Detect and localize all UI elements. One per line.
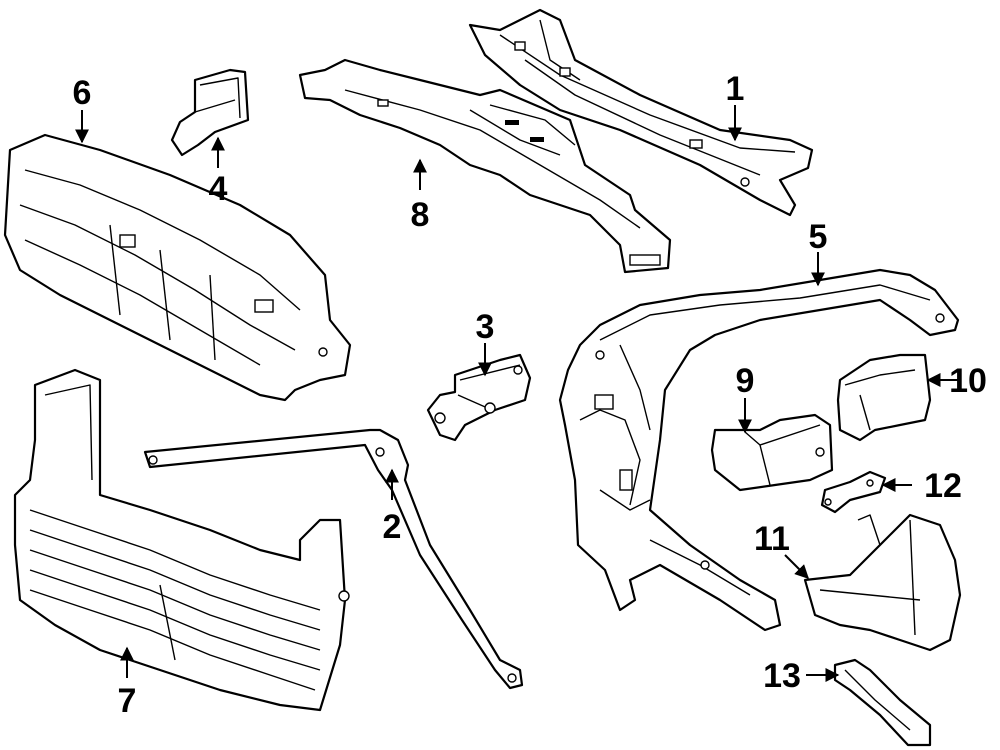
callout-8: 8 [411,196,430,234]
part-10-air-duct [836,353,932,442]
part-5-frame-assembly [558,268,960,632]
part-3-bracket [426,353,532,442]
callout-1: 1 [726,70,745,108]
callout-4: 4 [209,170,228,208]
callout-2: 2 [383,508,402,546]
callout-11: 11 [754,520,790,558]
part-12-clip [820,470,887,514]
part-1-upper-tie-bar [468,8,814,217]
callout-7: 7 [118,682,137,720]
part-2-brace [143,428,524,690]
callout-5: 5 [809,218,828,256]
callout-labels: 1 2 3 4 5 6 7 8 9 10 11 12 13 [73,70,987,720]
callout-3: 3 [476,308,495,346]
callout-12: 12 [924,467,962,505]
part-9-air-guide [710,413,834,492]
callout-13: 13 [763,657,801,695]
callout-10: 10 [949,362,987,400]
leader-arrows [75,105,960,682]
part-8-support-bracket [298,58,672,274]
callout-9: 9 [736,362,755,400]
leader-11 [784,554,809,579]
part-11-lower-duct [803,513,962,652]
part-6-grille-reinforcement [3,133,352,402]
callout-6: 6 [73,74,92,112]
part-7-lower-deflector [13,368,350,712]
part-13-lower-bracket [833,658,932,747]
part-4-small-bracket [170,68,250,157]
